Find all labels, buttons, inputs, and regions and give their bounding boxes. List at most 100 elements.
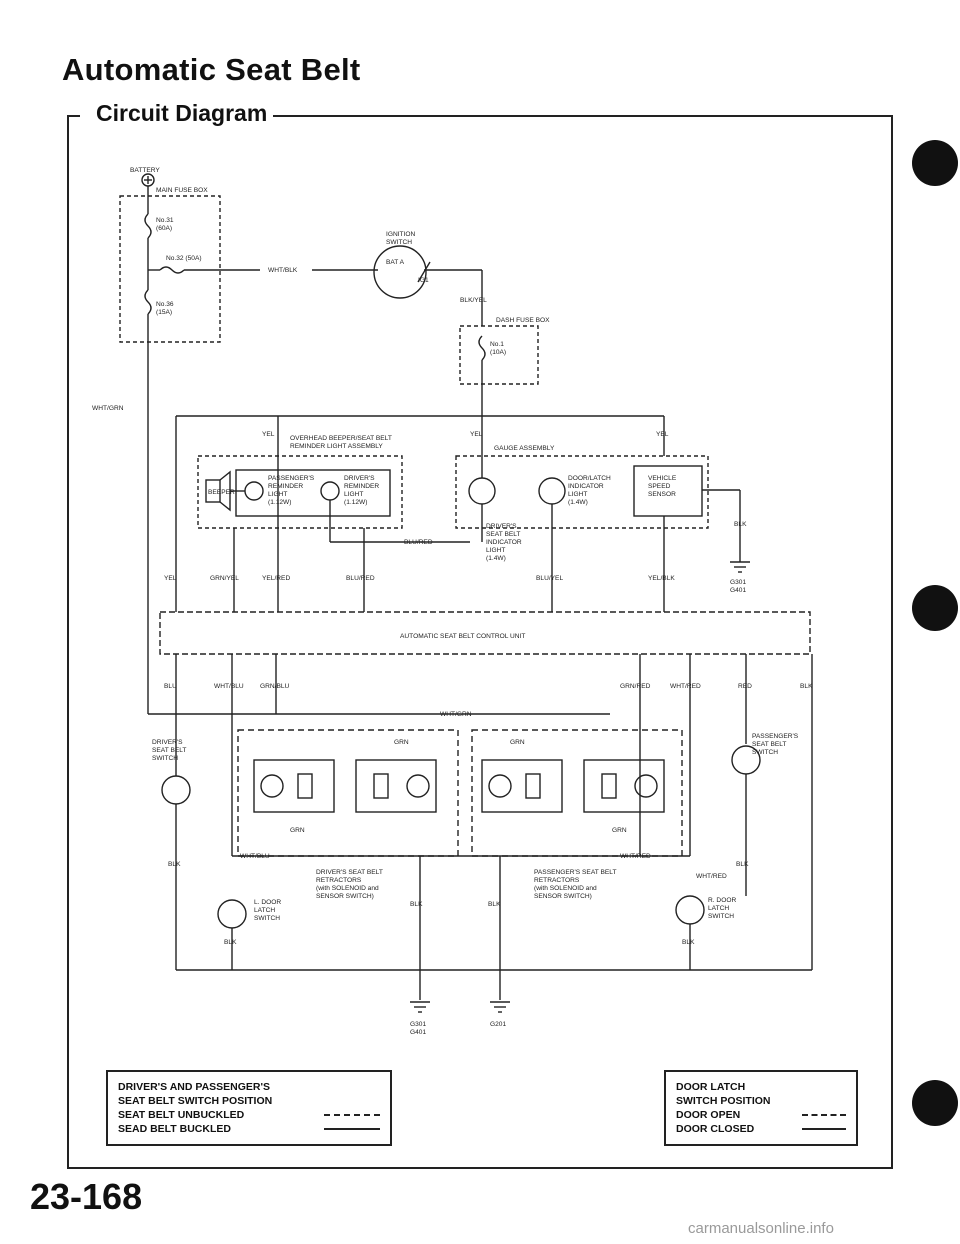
label-blk-3: BLK xyxy=(168,861,181,868)
label-g301-1: G301 xyxy=(730,579,746,586)
label-pass-switch-1: PASSENGER'S xyxy=(752,733,799,740)
page-number: 23-168 xyxy=(30,1176,143,1217)
label-drv-reminder-3: LIGHT xyxy=(344,491,363,498)
legend-left-row-unbuckled: SEAT BELT UNBUCKLED xyxy=(118,1108,380,1122)
label-wht-blu: WHT/BLU xyxy=(214,683,244,690)
label-drv-ind-3: INDICATOR xyxy=(486,539,522,546)
label-overhead-2: REMINDER LIGHT ASSEMBLY xyxy=(290,443,383,450)
label-yel-1: YEL xyxy=(262,431,275,438)
label-fuse-31: No.31 xyxy=(156,217,174,224)
label-pass-reminder-3: LIGHT xyxy=(268,491,287,498)
legend-right-line2: SWITCH POSITION xyxy=(676,1095,771,1107)
label-drv-ind-5: (1.4W) xyxy=(486,555,506,562)
label-dash-fuse-box: DASH FUSE BOX xyxy=(496,317,550,324)
label-drv-reminder-1: DRIVER'S xyxy=(344,475,375,482)
label-yel-3: YEL xyxy=(656,431,669,438)
label-gauge-assembly: GAUGE ASSEMBLY xyxy=(494,445,555,452)
margin-dot-3 xyxy=(912,1080,958,1126)
label-blk-5: BLK xyxy=(410,901,423,908)
label-pass-switch-3: SWITCH xyxy=(752,749,778,756)
legend-left-line2: SEAT BELT SWITCH POSITION xyxy=(118,1095,273,1107)
legend-left-line4: SEAD BELT BUCKLED xyxy=(118,1123,231,1135)
label-blk-8: BLK xyxy=(682,939,695,946)
label-door-latch-2: INDICATOR xyxy=(568,483,604,490)
label-drv-reminder-2: REMINDER xyxy=(344,483,379,490)
label-wht-red-3: WHT/RED xyxy=(696,873,727,880)
label-pass-switch-2: SEAT BELT xyxy=(752,741,786,748)
label-grn-blu: GRN/BLU xyxy=(260,683,290,690)
label-yel-blk: YEL/BLK xyxy=(648,575,675,582)
label-drv-retractors-1: DRIVER'S SEAT BELT xyxy=(316,869,383,876)
label-g201: G201 xyxy=(490,1021,506,1028)
legend-right-line3: DOOR OPEN xyxy=(676,1109,741,1121)
label-drv-reminder-4: (1.12W) xyxy=(344,499,367,506)
label-blu-yel: BLU/YEL xyxy=(536,575,563,582)
legend-right-line1: DOOR LATCH xyxy=(676,1081,746,1093)
label-blu-red: BLU/RED xyxy=(404,539,433,546)
label-blk-1: BLK xyxy=(734,521,747,528)
label-fuse-32: No.32 (50A) xyxy=(166,255,202,262)
legend-seat-belt-switch: DRIVER'S AND PASSENGER'S SEAT BELT SWITC… xyxy=(106,1070,392,1146)
label-drv-ind-1: DRIVER'S xyxy=(486,523,517,530)
label-r-door-1: R. DOOR xyxy=(708,897,736,904)
label-blk-yel: BLK/YEL xyxy=(460,297,487,304)
legend-right-line4: DOOR CLOSED xyxy=(676,1123,755,1135)
label-vss-1: VEHICLE xyxy=(648,475,677,482)
label-drv-switch-3: SWITCH xyxy=(152,755,178,762)
label-drv-ind-2: SEAT BELT xyxy=(486,531,520,538)
label-bat-a: BAT A xyxy=(386,259,405,266)
label-l-door-3: SWITCH xyxy=(254,915,280,922)
label-yel-red: YEL/RED xyxy=(262,575,290,582)
label-r-door-2: LATCH xyxy=(708,905,729,912)
label-blk-6: BLK xyxy=(488,901,501,908)
label-ignition: IGNITION xyxy=(386,231,416,238)
label-red: RED xyxy=(738,683,752,690)
label-vss-2: SPEED xyxy=(648,483,671,490)
margin-dot-1 xyxy=(912,140,958,186)
label-overhead-1: OVERHEAD BEEPER/SEAT BELT xyxy=(290,435,392,442)
label-wht-blu-2: WHT/BLU xyxy=(240,853,270,860)
label-g401-1: G401 xyxy=(730,587,746,594)
solid-line-sample-2 xyxy=(802,1128,846,1136)
label-door-latch-4: (1.4W) xyxy=(568,499,588,506)
page-title: Automatic Seat Belt xyxy=(62,52,361,87)
dashed-line-sample xyxy=(324,1114,380,1122)
label-blu-red-2: BLU/RED xyxy=(346,575,375,582)
label-blk-2: BLK xyxy=(800,683,813,690)
label-g301-2: G301 xyxy=(410,1021,426,1028)
label-wht-red: WHT/RED xyxy=(670,683,701,690)
label-drv-retractors-2: RETRACTORS xyxy=(316,877,362,884)
label-door-latch-1: DOOR/LATCH xyxy=(568,475,611,482)
label-yel-4: YEL xyxy=(164,575,177,582)
label-ignition-switch: SWITCH xyxy=(386,239,412,246)
label-yel-2: YEL xyxy=(470,431,483,438)
label-wht-blk: WHT/BLK xyxy=(268,267,298,274)
label-r-door-3: SWITCH xyxy=(708,913,734,920)
label-grn-1: GRN xyxy=(394,739,409,746)
label-pass-reminder-2: REMINDER xyxy=(268,483,303,490)
label-blk-4: BLK xyxy=(736,861,749,868)
label-l-door-2: LATCH xyxy=(254,907,275,914)
label-blu: BLU xyxy=(164,683,177,690)
label-wht-red-2: WHT/RED xyxy=(620,853,651,860)
label-fuse-36: No.36 xyxy=(156,301,174,308)
label-pass-retractors-1: PASSENGER'S SEAT BELT xyxy=(534,869,617,876)
label-g401-2: G401 xyxy=(410,1029,426,1036)
label-drv-retractors-4: SENSOR SWITCH) xyxy=(316,893,374,900)
label-control-unit: AUTOMATIC SEAT BELT CONTROL UNIT xyxy=(400,633,525,640)
label-drv-switch-2: SEAT BELT xyxy=(152,747,186,754)
label-pass-retractors-3: (with SOLENOID and xyxy=(534,885,597,892)
legend-left-row-buckled: SEAD BELT BUCKLED xyxy=(118,1122,380,1136)
label-fuse-36-amp: (15A) xyxy=(156,309,172,316)
label-ig1: IG1 xyxy=(418,277,429,284)
label-wht-grn: WHT/GRN xyxy=(92,405,124,412)
label-fuse-1-amp: (10A) xyxy=(490,349,506,356)
label-fuse-1: No.1 xyxy=(490,341,504,348)
watermark: carmanualsonline.info xyxy=(688,1220,834,1237)
label-battery: BATTERY xyxy=(130,167,160,174)
dashed-line-sample-2 xyxy=(802,1114,846,1122)
label-grn-yel: GRN/YEL xyxy=(210,575,239,582)
label-drv-ind-4: LIGHT xyxy=(486,547,505,554)
